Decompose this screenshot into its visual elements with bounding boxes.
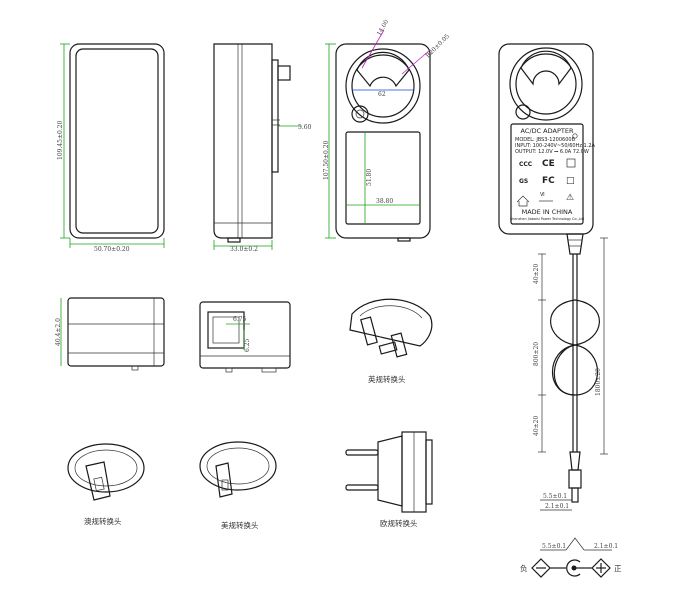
minus-terminal-icon — [531, 558, 551, 578]
front-inner — [75, 48, 159, 234]
mount-dia-dim: 62 — [378, 91, 386, 98]
back-window — [345, 131, 421, 225]
au-plug-caption: 澳规转换头 — [84, 516, 122, 526]
square-height-dim: 6.25 — [244, 338, 251, 352]
cable-coil — [550, 299, 598, 396]
polarity-diagram: 5.5±0.1 2.1±0.1 负 正 — [520, 537, 622, 578]
bottom-view: 40.4±2.0 — [55, 297, 165, 371]
us-plug-caption: 美规转换头 — [221, 520, 259, 530]
prong-offset-dim: 5.60 — [298, 124, 312, 131]
eu-plug-drawing: 欧规转换头 — [345, 431, 433, 528]
polarity-negative: 负 — [520, 563, 528, 573]
eu-pin-bottom — [345, 484, 379, 491]
front-width-dim: 50.70±0.20 — [94, 246, 130, 253]
cable-total-dim: 1800±20 — [595, 368, 602, 396]
mount-slot-dim: R20±0.05 — [424, 33, 451, 60]
strain-relief — [566, 233, 584, 255]
rating-label — [510, 123, 584, 225]
side-view: 5.60 33.0±0.2 — [213, 43, 312, 253]
bottom-outline — [67, 297, 165, 367]
label-level: Ⅵ — [540, 192, 545, 198]
eu-pin-top — [345, 449, 379, 456]
polarity-positive: 正 — [614, 564, 622, 573]
side-prong-body — [271, 59, 279, 173]
side-prong-tab — [277, 65, 291, 81]
mount-latch — [351, 105, 369, 123]
front-view: 109.45±0.20 50.70±0.20 — [57, 43, 165, 253]
dc-plug — [568, 469, 582, 489]
label-title: AC/DC ADAPTER — [521, 127, 574, 135]
polarity-left-dim: 5.5±0.1 — [542, 543, 566, 550]
label-view: AC/DC ADAPTER MODEL: JBS3-1200600B INPUT… — [498, 43, 596, 235]
front-outline — [69, 43, 165, 239]
cert-weee: ⚠ — [566, 193, 574, 203]
cert-ce: CE — [542, 159, 555, 169]
cert-class2: □ — [566, 176, 575, 186]
label-maker: Shenzhen Jiabaisi Power Technology Co.,L… — [510, 217, 584, 221]
end-outline — [199, 301, 291, 369]
center-pin-icon — [566, 559, 581, 577]
us-plug-ring — [199, 441, 277, 491]
au-plug-drawing: 澳规转换头 — [67, 443, 145, 526]
house-icon — [516, 195, 530, 207]
cable-mid-dim: 800±20 — [533, 342, 540, 366]
plug-outer-dim: 5.5±0.1 — [543, 493, 567, 500]
label-model: MODEL: JBS3-1200600B — [515, 137, 576, 143]
window-height-dim: 51.80 — [366, 169, 373, 186]
label-outline — [498, 43, 594, 235]
front-height-dim: 109.45±0.20 — [57, 120, 64, 160]
cable-view: 40±20 800±20 40±20 1800±20 5.5±0.1 2.1±0… — [533, 233, 608, 511]
eu-plug-caption: 欧规转换头 — [380, 518, 418, 528]
back-height-dim: 107.50±0.20 — [323, 140, 330, 180]
label-input: INPUT: 100-240V~50/60Hz 1.2A — [515, 143, 596, 149]
side-depth-dim: 33.0±0.2 — [230, 246, 258, 253]
back-outline — [335, 43, 431, 239]
label-made-in: MADE IN CHINA — [522, 208, 573, 216]
side-outline — [213, 43, 273, 239]
cert-ccc: CCC — [519, 161, 533, 168]
cable-top-dim: 40±20 — [533, 264, 540, 284]
mount-slot — [356, 51, 410, 88]
cert-box — [566, 158, 576, 168]
au-plug-ring — [67, 443, 145, 493]
mount-small-dim: 14.00 — [376, 18, 391, 37]
eu-plug-neck — [377, 435, 403, 507]
uk-plug-drawing: 英规转换头 — [349, 298, 433, 384]
uk-plug-body — [349, 298, 433, 347]
bottom-height-dim: 40.4±2.0 — [55, 318, 62, 346]
us-plug-prong — [215, 462, 233, 498]
mount-ring — [345, 48, 421, 124]
square-width-dim: 6.75 — [233, 316, 247, 323]
polarity-right-dim: 2.1±0.1 — [594, 543, 618, 550]
end-view: 6.75 6.25 — [199, 301, 291, 373]
us-plug-drawing: 美规转换头 — [199, 441, 277, 530]
cert-fcc: FC — [542, 176, 555, 186]
window-width-dim: 38.80 — [376, 198, 393, 205]
cert-gs: GS — [519, 178, 528, 185]
back-view: 107.50±0.20 51.80 38.80 62 14.00 R20±0.0… — [323, 18, 451, 242]
uk-plug-caption: 英规转换头 — [368, 374, 406, 384]
cable-bottom-dim: 40±20 — [533, 416, 540, 436]
plus-terminal-icon — [591, 558, 611, 578]
label-output: OUTPUT: 12.0V ⎓ 6.0A 72.0W — [515, 149, 589, 155]
plug-inner-dim: 2.1±0.1 — [545, 503, 569, 510]
au-plug-prong — [85, 461, 111, 501]
